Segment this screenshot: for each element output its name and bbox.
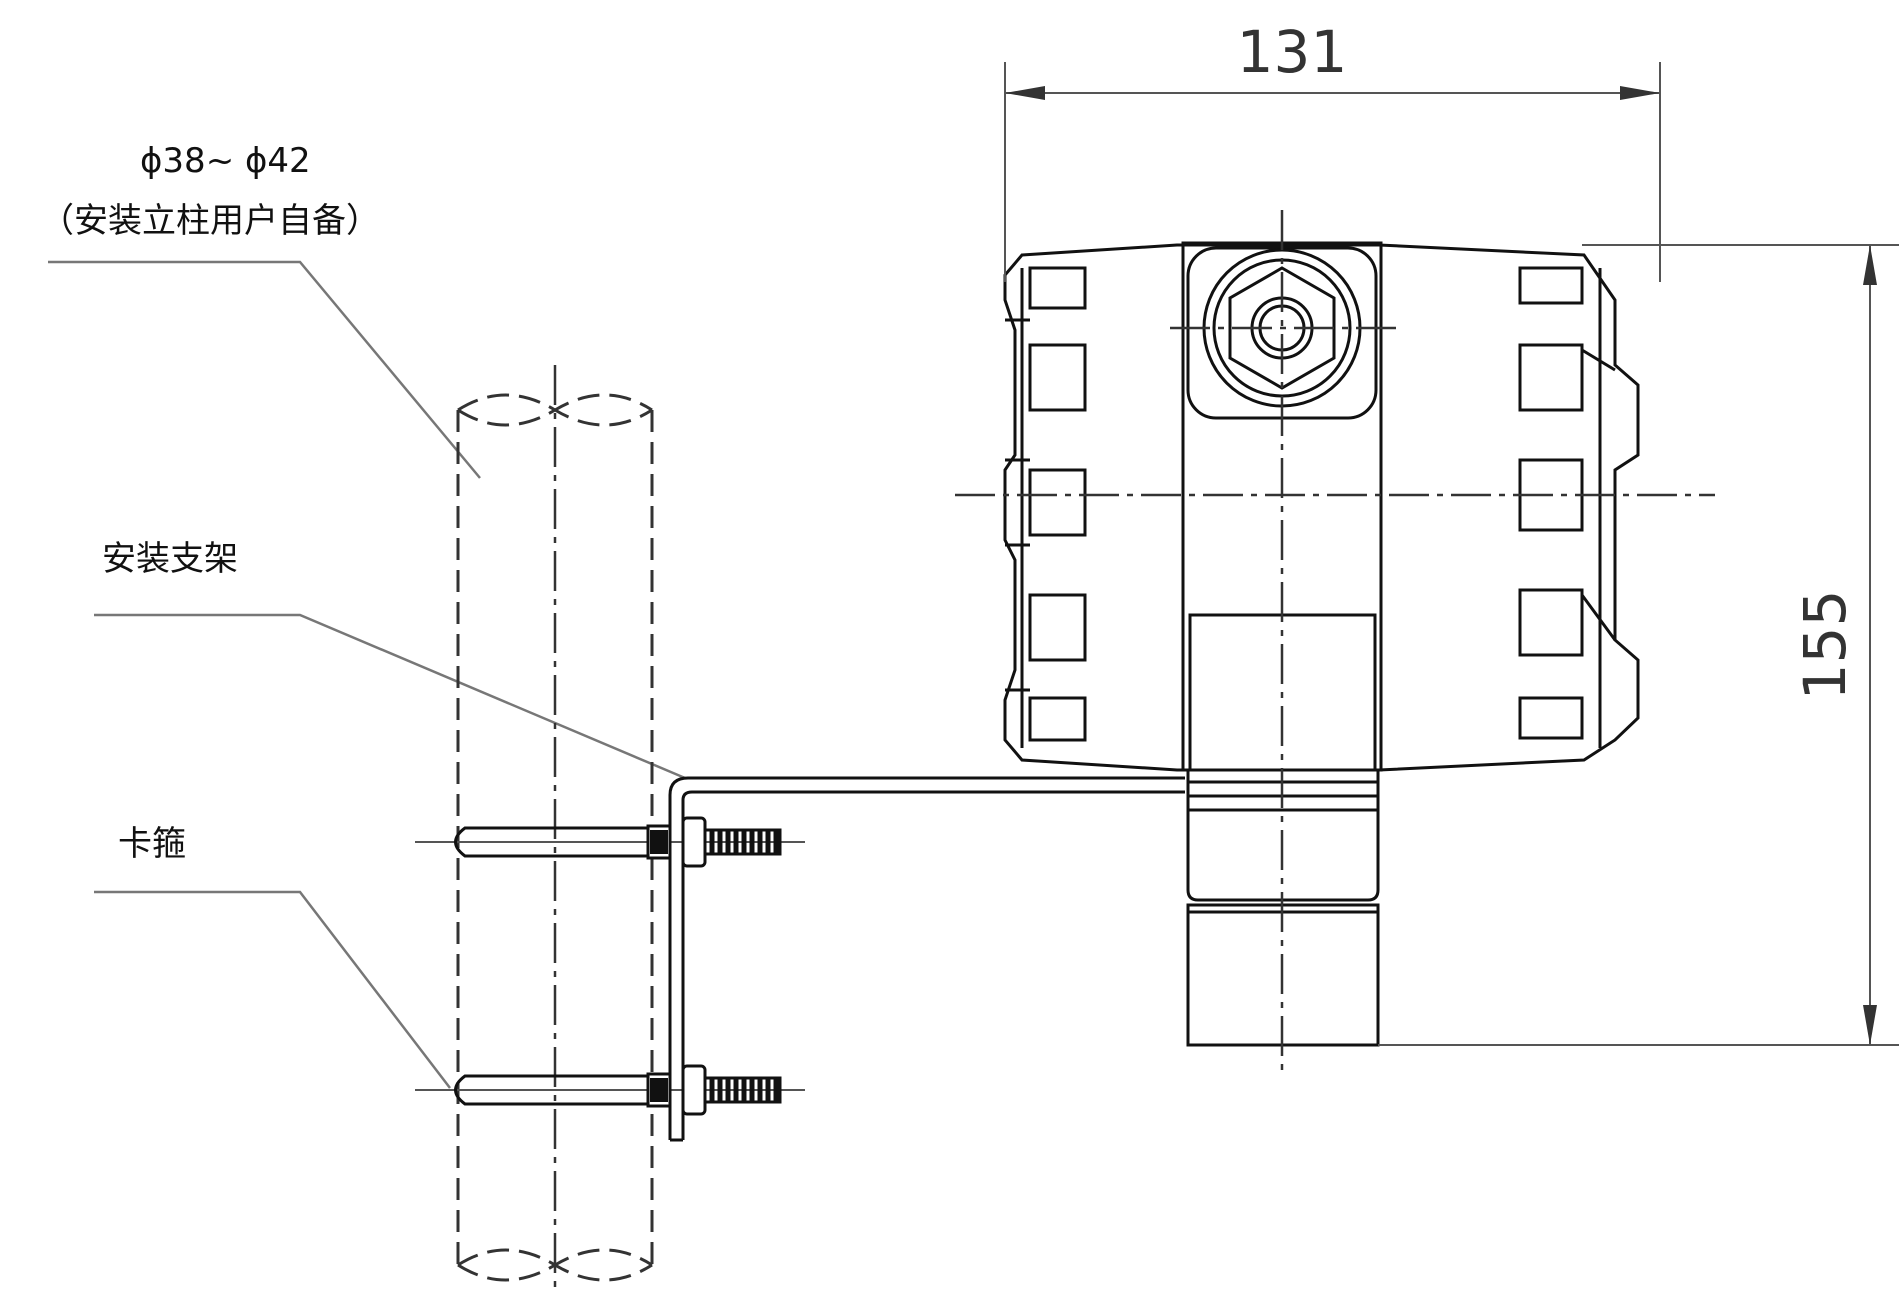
bracket-leader-line	[94, 613, 686, 780]
bracket-label: 安装支架	[102, 539, 238, 579]
clamp-leader-line	[94, 890, 451, 1089]
dimension-width: 131	[1004, 18, 1661, 282]
clamp-lower	[415, 1064, 805, 1116]
dimension-height-value: 155	[1791, 590, 1859, 701]
dimension-width-value: 131	[1237, 18, 1348, 86]
transmitter-housing	[955, 210, 1715, 1075]
pipe-note-label: （安装立柱用户自备）	[40, 201, 380, 241]
mounting-bracket	[668, 776, 1185, 1142]
clamp-label: 卡箍	[118, 824, 186, 864]
pipe-leader-line	[48, 260, 481, 479]
pipe-diameter-label: ϕ38~ ϕ42	[140, 141, 311, 181]
clamp-upper	[415, 816, 805, 868]
housing-fins-left	[1005, 266, 1087, 742]
dimension-height: 155	[1378, 244, 1899, 1046]
